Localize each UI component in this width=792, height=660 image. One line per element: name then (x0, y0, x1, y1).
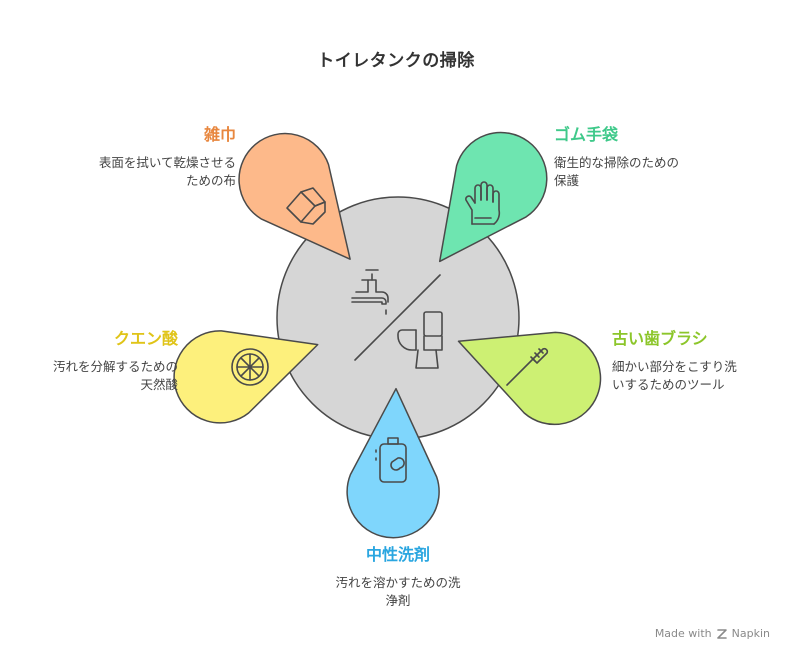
desc-rag-line-2: ための布 (185, 173, 236, 188)
desc-citric: 汚れを分解するための 天然酸 (53, 358, 178, 394)
desc-toothbrush-line-2: いするためのツール (612, 377, 725, 392)
label-gloves: ゴム手袋 (554, 125, 619, 144)
napkin-logo-icon (716, 628, 727, 639)
glove-icon (465, 181, 501, 225)
lemon-icon (231, 348, 269, 386)
petal-rag[interactable] (238, 132, 351, 260)
desc-gloves-line-2: 保護 (554, 173, 580, 188)
label-detergent: 中性洗剤 (365, 545, 430, 564)
desc-gloves: 衛生的な掃除のための 保護 (554, 154, 679, 190)
label-toothbrush: 古い歯ブラシ (612, 329, 708, 348)
desc-citric-line-1: 汚れを分解するための (52, 359, 178, 374)
petal-detergent[interactable] (346, 387, 440, 539)
desc-toothbrush-line-1: 細かい部分をこすり洗 (612, 359, 737, 374)
toothbrush-icon (506, 347, 549, 386)
desc-toothbrush: 細かい部分をこすり洗 いするためのツール (612, 358, 737, 394)
faucet-icon (351, 269, 389, 315)
petal-shape-citric (173, 330, 319, 424)
petal-citric[interactable] (173, 330, 319, 424)
divider-line (354, 274, 441, 361)
label-citric: クエン酸 (113, 329, 178, 348)
footer-credit[interactable]: Made with Napkin (655, 627, 770, 640)
petal-shape-rag (238, 132, 351, 260)
desc-rag: 表面を拭いて乾燥させる ための布 (99, 154, 236, 190)
toilet-icon (397, 311, 443, 369)
petal-shape-toothbrush (457, 331, 602, 426)
cloth-icon (286, 187, 326, 225)
footer-brand: Napkin (731, 627, 770, 640)
footer-text: Made with (654, 627, 712, 640)
petal-toothbrush[interactable] (457, 331, 602, 426)
desc-gloves-line-1: 衛生的な掃除のための (554, 155, 680, 170)
desc-detergent-line-1: 汚れを溶かすための洗 (335, 575, 461, 590)
diagram-title: トイレタンクの掃除 (317, 51, 475, 71)
label-rag: 雑巾 (203, 125, 236, 144)
desc-rag-line-1: 表面を拭いて乾燥させる (98, 155, 236, 170)
desc-citric-line-2: 天然酸 (140, 377, 178, 392)
desc-detergent-line-2: 浄剤 (385, 593, 411, 608)
petal-gloves[interactable] (438, 131, 548, 263)
petal-shape-detergent (346, 387, 440, 539)
desc-detergent: 汚れを溶かすための洗 浄剤 (298, 574, 498, 610)
detergent-bottle-icon (375, 437, 407, 483)
